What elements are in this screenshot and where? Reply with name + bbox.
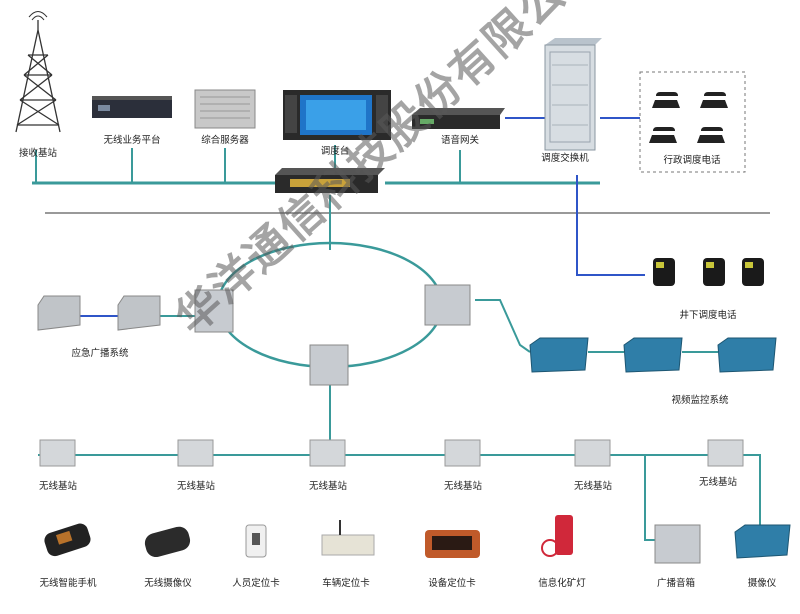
label-base-station-4: 无线基站 <box>443 481 483 492</box>
label-switch-cabinet: 调度交换机 <box>541 153 589 164</box>
label-base-station-5: 无线基站 <box>573 481 613 492</box>
ring-node-icons <box>194 284 471 386</box>
blue-links <box>80 117 645 317</box>
server-icon <box>194 89 256 129</box>
label-recorder: 无线摄像仪 <box>144 578 192 589</box>
gateway-icon <box>412 108 505 129</box>
label-underground-phones: 井下调度电话 <box>679 310 737 321</box>
admin-phone-icons <box>649 92 728 143</box>
console-icon <box>283 90 391 140</box>
label-video-monitor: 视频监控系统 <box>671 395 729 406</box>
label-sensor: 摄像仪 <box>747 578 777 589</box>
label-smart-phone: 无线智能手机 <box>39 578 97 589</box>
top-drops <box>35 145 461 250</box>
tower-icon <box>15 11 61 133</box>
video-box-icons <box>529 337 777 373</box>
label-personnel-card: 人员定位卡 <box>232 578 280 589</box>
label-admin-phones: 行政调度电话 <box>663 155 721 166</box>
label-base-station-6: 无线基站 <box>698 477 738 488</box>
admin-phones-box <box>639 71 746 173</box>
label-base-station-3: 无线基站 <box>308 481 348 492</box>
core-switch-icon <box>275 168 385 193</box>
label-lamp: 信息化矿灯 <box>538 578 586 589</box>
label-gateway: 语音网关 <box>440 135 480 146</box>
label-vehicle-card: 车辆定位卡 <box>322 578 370 589</box>
label-wireless-platform: 无线业务平台 <box>103 135 161 146</box>
label-base-station-1: 无线基站 <box>38 481 78 492</box>
label-server: 综合服务器 <box>201 135 249 146</box>
label-equipment-card: 设备定位卡 <box>428 578 476 589</box>
label-base-station-2: 无线基站 <box>176 481 216 492</box>
label-console: 调度台 <box>320 146 350 157</box>
label-tower: 接收基站 <box>18 148 58 159</box>
wireless-platform-icon <box>92 96 172 118</box>
label-speaker: 广播音箱 <box>656 578 696 589</box>
label-emergency-broadcast: 应急广播系统 <box>71 348 129 359</box>
broadcast-box-icons <box>37 295 161 331</box>
terminal-icons <box>44 515 791 564</box>
underground-phone-icons <box>653 258 764 286</box>
base-station-icons <box>39 439 744 467</box>
switch-cabinet-icon <box>544 38 602 151</box>
